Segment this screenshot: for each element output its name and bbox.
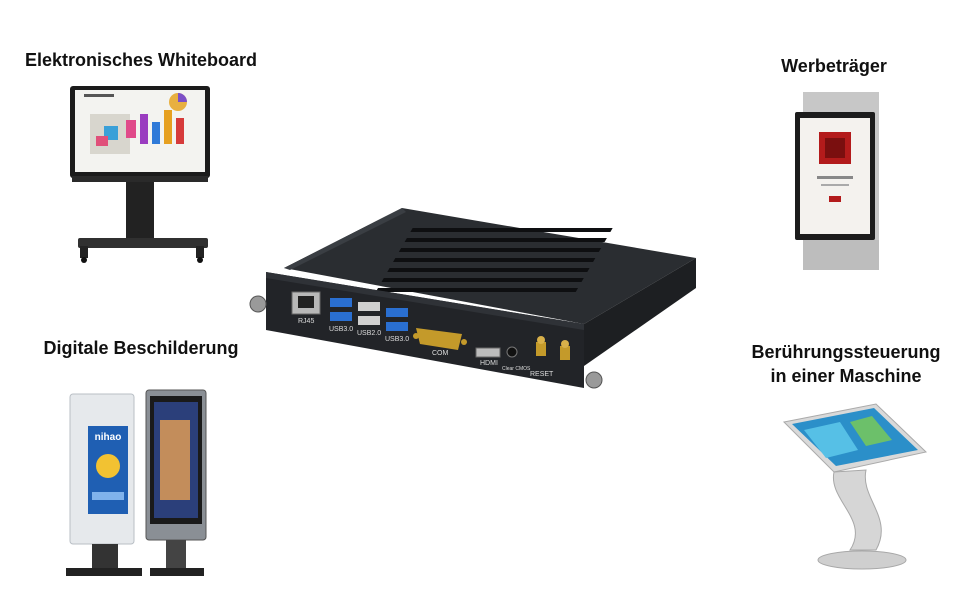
port-hdmi: HDMI [480, 360, 498, 367]
label-touch-line1: Berührungssteuerung [751, 342, 941, 362]
port-clear-cmos: Clear CMOS [502, 366, 531, 372]
label-advertising: Werbeträger [781, 56, 887, 76]
label-whiteboard: Elektronisches Whiteboard [24, 50, 258, 70]
touch-kiosk-image [782, 403, 928, 570]
advertising-display-image [795, 92, 879, 270]
label-touch-line2: in einer Maschine [770, 366, 922, 386]
port-usb30-left: USB3.0 [329, 326, 354, 333]
port-rj45: RJ45 [298, 318, 315, 325]
port-usb30-right: USB3.0 [385, 336, 410, 343]
kiosk-brand: nihao [94, 432, 122, 443]
label-digital-signage: Digitale Beschilderung [43, 338, 239, 358]
digital-signage-image: nihao [62, 380, 222, 580]
port-reset: RESET [530, 371, 554, 378]
whiteboard-image [70, 86, 210, 263]
label-touch-control: Berührungssteuerung in einer Maschine [735, 340, 957, 388]
port-usb20: USB2.0 [357, 330, 382, 337]
port-com: COM [432, 350, 449, 357]
mini-pc-image: RJ45 USB3.0 USB2.0 USB3.0 COM HDMI Clear… [240, 198, 700, 403]
